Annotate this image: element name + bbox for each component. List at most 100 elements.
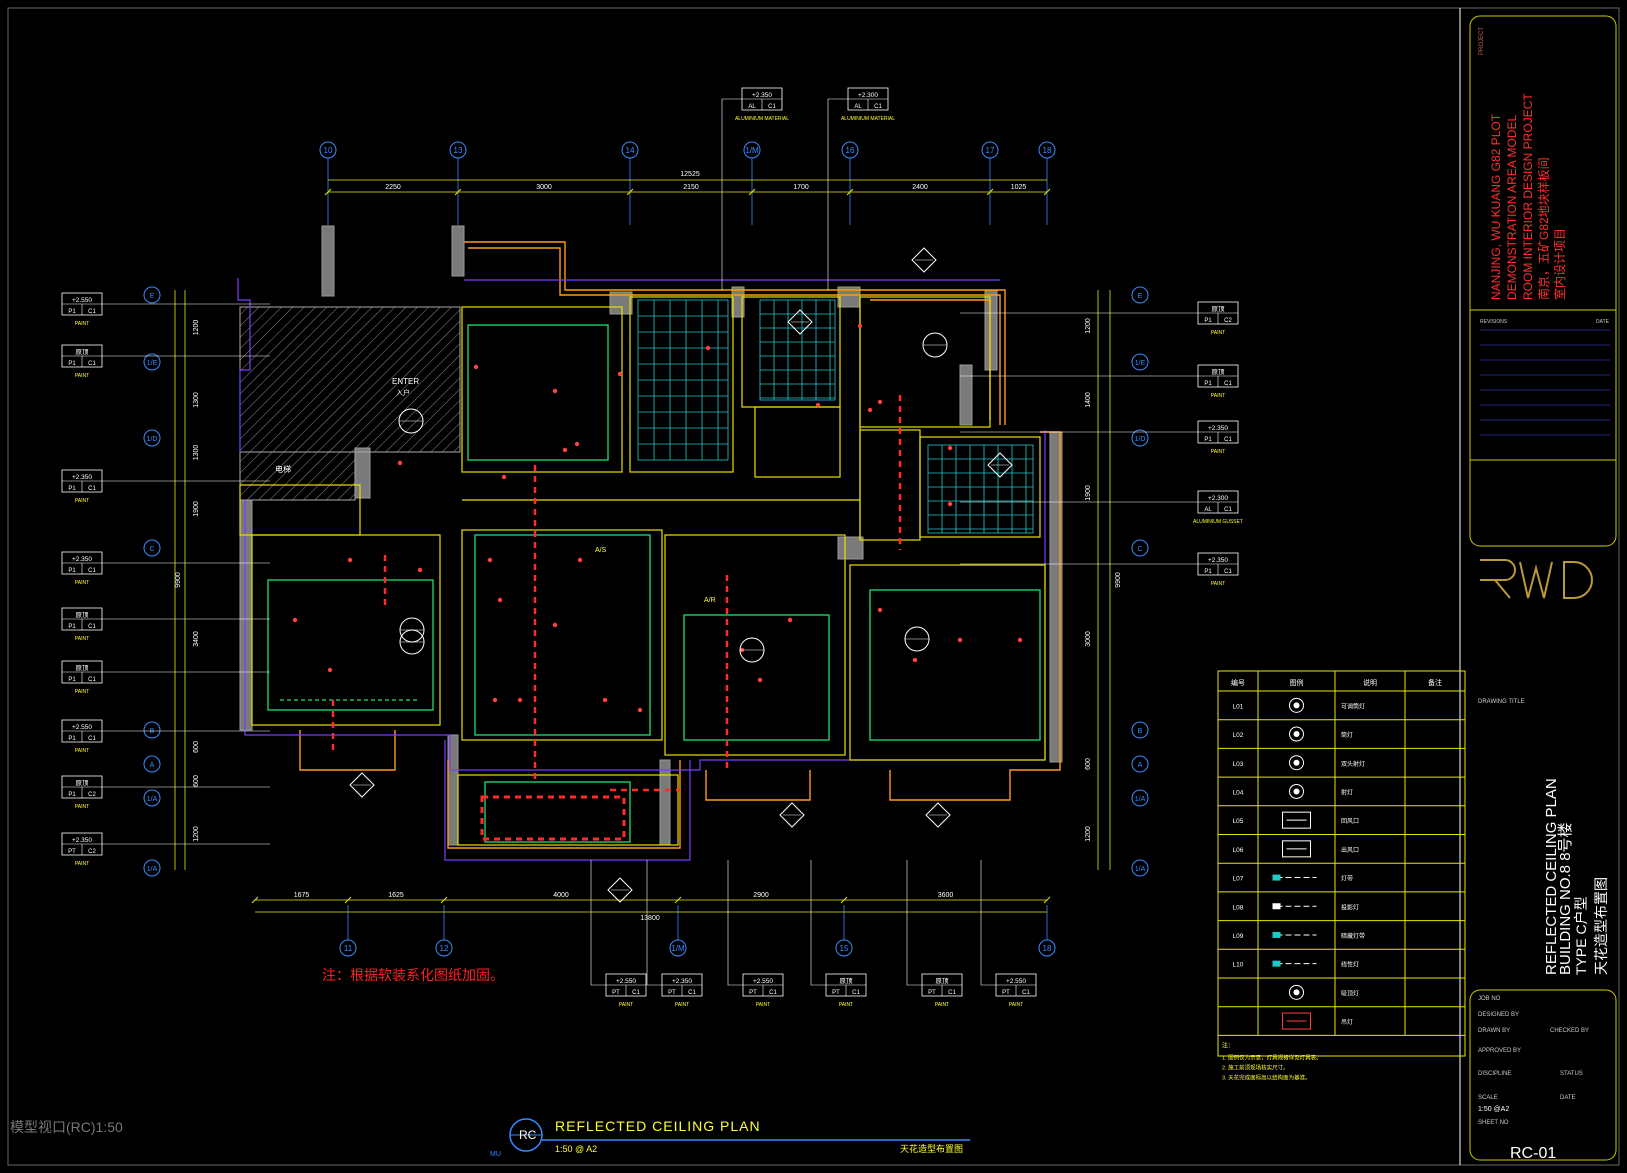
left-tag-note: PAINT [75, 498, 89, 504]
legend-note: 3. 天花完成面标高以结构面为基准。 [1222, 1073, 1311, 1081]
grid-label-right: A [1138, 762, 1143, 769]
left-tag-sub: C1 [88, 486, 96, 492]
downlight-icon [292, 617, 298, 623]
dim-top: 2250 [385, 184, 401, 191]
scale-value: 1:50 @A2 [1478, 1106, 1509, 1113]
grid-label-top: 16 [846, 146, 855, 155]
downlight-icon [1017, 637, 1023, 643]
grid-bubble-bottom [339, 939, 357, 957]
entry-hatch [239, 306, 461, 453]
legend-desc: 射灯 [1341, 788, 1353, 796]
top-tag-note: ALUMINIUM MATERIAL [735, 116, 789, 122]
grid-bubble-left [143, 286, 161, 304]
dim-right-total: 9900 [1115, 572, 1122, 588]
grid-label-bottom: 18 [1043, 944, 1052, 953]
plan-title-symbol [509, 1118, 970, 1152]
dim-tick [986, 188, 994, 196]
legend-code: L06 [1233, 847, 1244, 854]
interior-walls [239, 296, 1046, 846]
legend-symbol-icon [1272, 874, 1281, 881]
grid-bubble-top [449, 141, 467, 159]
project-line-2: DEMONSTRATION AREA MODEL [1505, 115, 1519, 300]
legend-desc: 灯带 [1341, 875, 1353, 883]
left-tag-level: +2.350 [72, 474, 92, 481]
dim-left: 1300 [193, 392, 200, 408]
legend-code: L10 [1233, 962, 1244, 969]
bottom-tag-code: PT [832, 990, 840, 996]
left-tag-sub: C2 [88, 792, 96, 798]
grid-label-right: 1/A [1135, 866, 1146, 873]
dim-tick [324, 188, 332, 196]
downlight-icon [867, 407, 873, 413]
plan-bubble-sub: MU [490, 1151, 501, 1158]
dim-right: 1900 [1085, 485, 1092, 501]
dim-left: 600 [193, 775, 200, 787]
legend-symbol-icon [1272, 931, 1281, 938]
downlight-icon [497, 597, 503, 603]
right-tag-sub: C1 [1224, 437, 1232, 443]
section-marker-icon [925, 802, 951, 828]
drawing-title-label: DRAWING TITLE [1478, 699, 1525, 705]
grid-bubble-right [1131, 755, 1149, 773]
downlight-icon [397, 460, 403, 466]
enter-label: ENTER [392, 377, 419, 386]
downlight-icon [957, 637, 963, 643]
dim-tick [626, 188, 634, 196]
dim-top: 3000 [536, 184, 552, 191]
downlight-icon [947, 501, 953, 507]
legend-desc: 筒灯 [1341, 731, 1353, 739]
grid-bubble-top [621, 141, 639, 159]
right-tag-level: +2.300 [1208, 495, 1228, 502]
legend-symbol-icon [1289, 984, 1304, 1000]
dim-tick [1043, 896, 1051, 904]
grid-bubble-top [1038, 141, 1056, 159]
legend-symbol-icon [1289, 783, 1304, 799]
grid-label-top: 14 [626, 146, 635, 155]
legend-code: L05 [1233, 818, 1244, 825]
left-tag-code: P1 [68, 486, 76, 492]
dim-tick [251, 896, 259, 904]
downlight-icon [877, 607, 883, 613]
downlight-icon [577, 557, 583, 563]
right-tag-sub: C2 [1224, 318, 1232, 324]
downlight-icon [517, 697, 523, 703]
tb-plan-title: REFLECTED CEILING PLAN [1543, 778, 1560, 975]
project-line-4: 南京，五矿G82地块样板间 [1536, 157, 1551, 300]
grid-label-right: E [1138, 293, 1143, 300]
left-tag-note: PAINT [75, 861, 89, 867]
legend-desc: 吸顶灯 [1341, 989, 1359, 997]
grid-label-top: 18 [1043, 146, 1052, 155]
right-tag-note: PAINT [1211, 330, 1225, 336]
project-line-1: NANJING, WU KUANG G82 PLOT [1489, 113, 1503, 300]
left-tag-code: P1 [68, 677, 76, 683]
top-tag-code: AL [748, 104, 756, 110]
downlight-icon [912, 657, 918, 663]
left-tag-level: 原顶 [76, 611, 90, 619]
top-tag-code: AL [854, 104, 862, 110]
red-dashed-lines [331, 395, 902, 841]
grid-label-left: C [149, 546, 154, 553]
left-tag-level: +2.350 [72, 556, 92, 563]
downlight-icon [947, 445, 953, 451]
bottom-tag-code: PT [668, 990, 676, 996]
top-tag-note: ALUMINIUM MATERIAL [841, 116, 895, 122]
grid-bubble-right [1131, 539, 1149, 557]
plan-bubble-label: RC [519, 1128, 537, 1142]
dim-top: 2400 [912, 184, 928, 191]
dim-tick [748, 188, 756, 196]
left-tag-sub: C2 [88, 849, 96, 855]
checked-by-label: CHECKED BY [1550, 1028, 1589, 1034]
discipline-label: DISCIPLINE [1478, 1071, 1511, 1077]
tile-grid-frame [927, 444, 1034, 534]
bottom-tag-leader [810, 860, 826, 986]
right-tag-code: P1 [1204, 569, 1212, 575]
section-marker-icon [987, 452, 1013, 478]
dim-top: 1700 [793, 184, 809, 191]
downlight-icon [347, 557, 353, 563]
grid-label-top: 17 [986, 146, 995, 155]
plan-title-cn: 天花造型布置图 [900, 1143, 963, 1154]
legend-notes-label: 注： [1222, 1041, 1234, 1049]
downlight-icon [877, 399, 883, 405]
downlight-icon [473, 364, 479, 370]
